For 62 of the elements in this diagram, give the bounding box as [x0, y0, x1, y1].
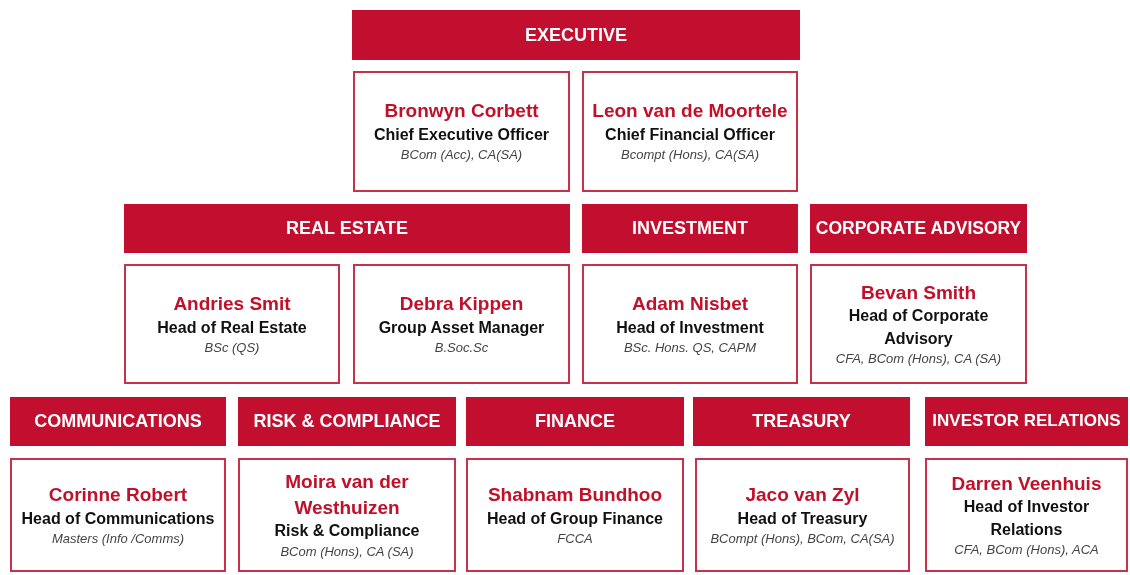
- person-card: [124, 264, 340, 384]
- person-card: [810, 264, 1027, 384]
- job-title: Chief Financial Officer: [605, 125, 775, 146]
- qualifications: CFA, BCom (Hons), ACA: [954, 541, 1099, 560]
- department-banner: [352, 10, 800, 60]
- job-title: Head of Corporate Advisory: [847, 306, 990, 349]
- person-name: Bronwyn Corbett: [384, 99, 539, 124]
- person-card: [353, 71, 570, 192]
- department-banner: [466, 397, 684, 446]
- person-name: Corinne Robert: [48, 482, 188, 507]
- department-header: FINANCE: [535, 410, 615, 434]
- person-name: Moira van der Westhuizen: [284, 470, 410, 520]
- person-card: [353, 264, 570, 384]
- department-banner: [693, 397, 910, 446]
- department-header: EXECUTIVE: [525, 23, 627, 47]
- job-title: Head of Group Finance: [487, 508, 663, 529]
- person-name: Jaco van Zyl: [745, 482, 860, 507]
- person-card: [582, 71, 798, 192]
- job-title: Head of Communications: [21, 508, 215, 529]
- qualifications: FCCA: [557, 529, 593, 548]
- department-header: INVESTOR RELATIONS: [932, 410, 1121, 433]
- person-name: Andries Smit: [173, 291, 291, 316]
- qualifications: BSc (QS): [204, 338, 260, 357]
- person-card: [466, 458, 684, 572]
- department-header: RISK & COMPLIANCE: [253, 410, 441, 434]
- qualifications: Masters (Info /Comms): [51, 529, 185, 548]
- department-banner: [582, 204, 798, 253]
- person-card: [582, 264, 798, 384]
- person-name: Leon van de Moortele: [592, 99, 788, 124]
- department-banner: [10, 397, 226, 446]
- job-title: Head of Investment: [616, 317, 764, 338]
- person-card: [695, 458, 910, 572]
- qualifications: CFA, BCom (Hons), CA (SA): [835, 350, 1002, 369]
- qualifications: BCom (Hons), CA (SA): [280, 542, 414, 561]
- department-banner: [810, 204, 1027, 253]
- qualifications: BCompt (Hons), BCom, CA(SA): [710, 529, 895, 548]
- person-name: Shabnam Bundhoo: [487, 482, 663, 507]
- qualifications: Bcompt (Hons), CA(SA): [621, 146, 759, 165]
- department-header: REAL ESTATE: [286, 217, 408, 241]
- job-title: Head of Investor Relations: [962, 497, 1091, 540]
- job-title: Risk & Compliance: [274, 521, 420, 542]
- job-title: Group Asset Manager: [378, 317, 545, 338]
- department-header: CORPORATE ADVISORY: [815, 216, 1022, 240]
- qualifications: B.Soc.Sc: [434, 338, 489, 357]
- department-banner: [238, 397, 456, 446]
- person-name: Bevan Smith: [860, 280, 977, 305]
- department-header: COMMUNICATIONS: [34, 410, 202, 434]
- job-title: Chief Executive Officer: [373, 125, 550, 146]
- department-banner: [925, 397, 1128, 446]
- person-name: Darren Veenhuis: [951, 471, 1102, 496]
- department-header: TREASURY: [752, 410, 851, 434]
- person-card: [10, 458, 226, 572]
- person-name: Adam Nisbet: [631, 291, 749, 316]
- person-card: [238, 458, 456, 572]
- qualifications: BCom (Acc), CA(SA): [400, 146, 523, 165]
- job-title: Head of Treasury: [737, 508, 868, 529]
- person-name: Debra Kippen: [399, 291, 524, 316]
- person-card: [925, 458, 1128, 572]
- qualifications: BSc. Hons. QS, CAPM: [623, 338, 757, 357]
- department-header: INVESTMENT: [632, 217, 748, 241]
- job-title: Head of Real Estate: [157, 317, 307, 338]
- department-banner: [124, 204, 570, 253]
